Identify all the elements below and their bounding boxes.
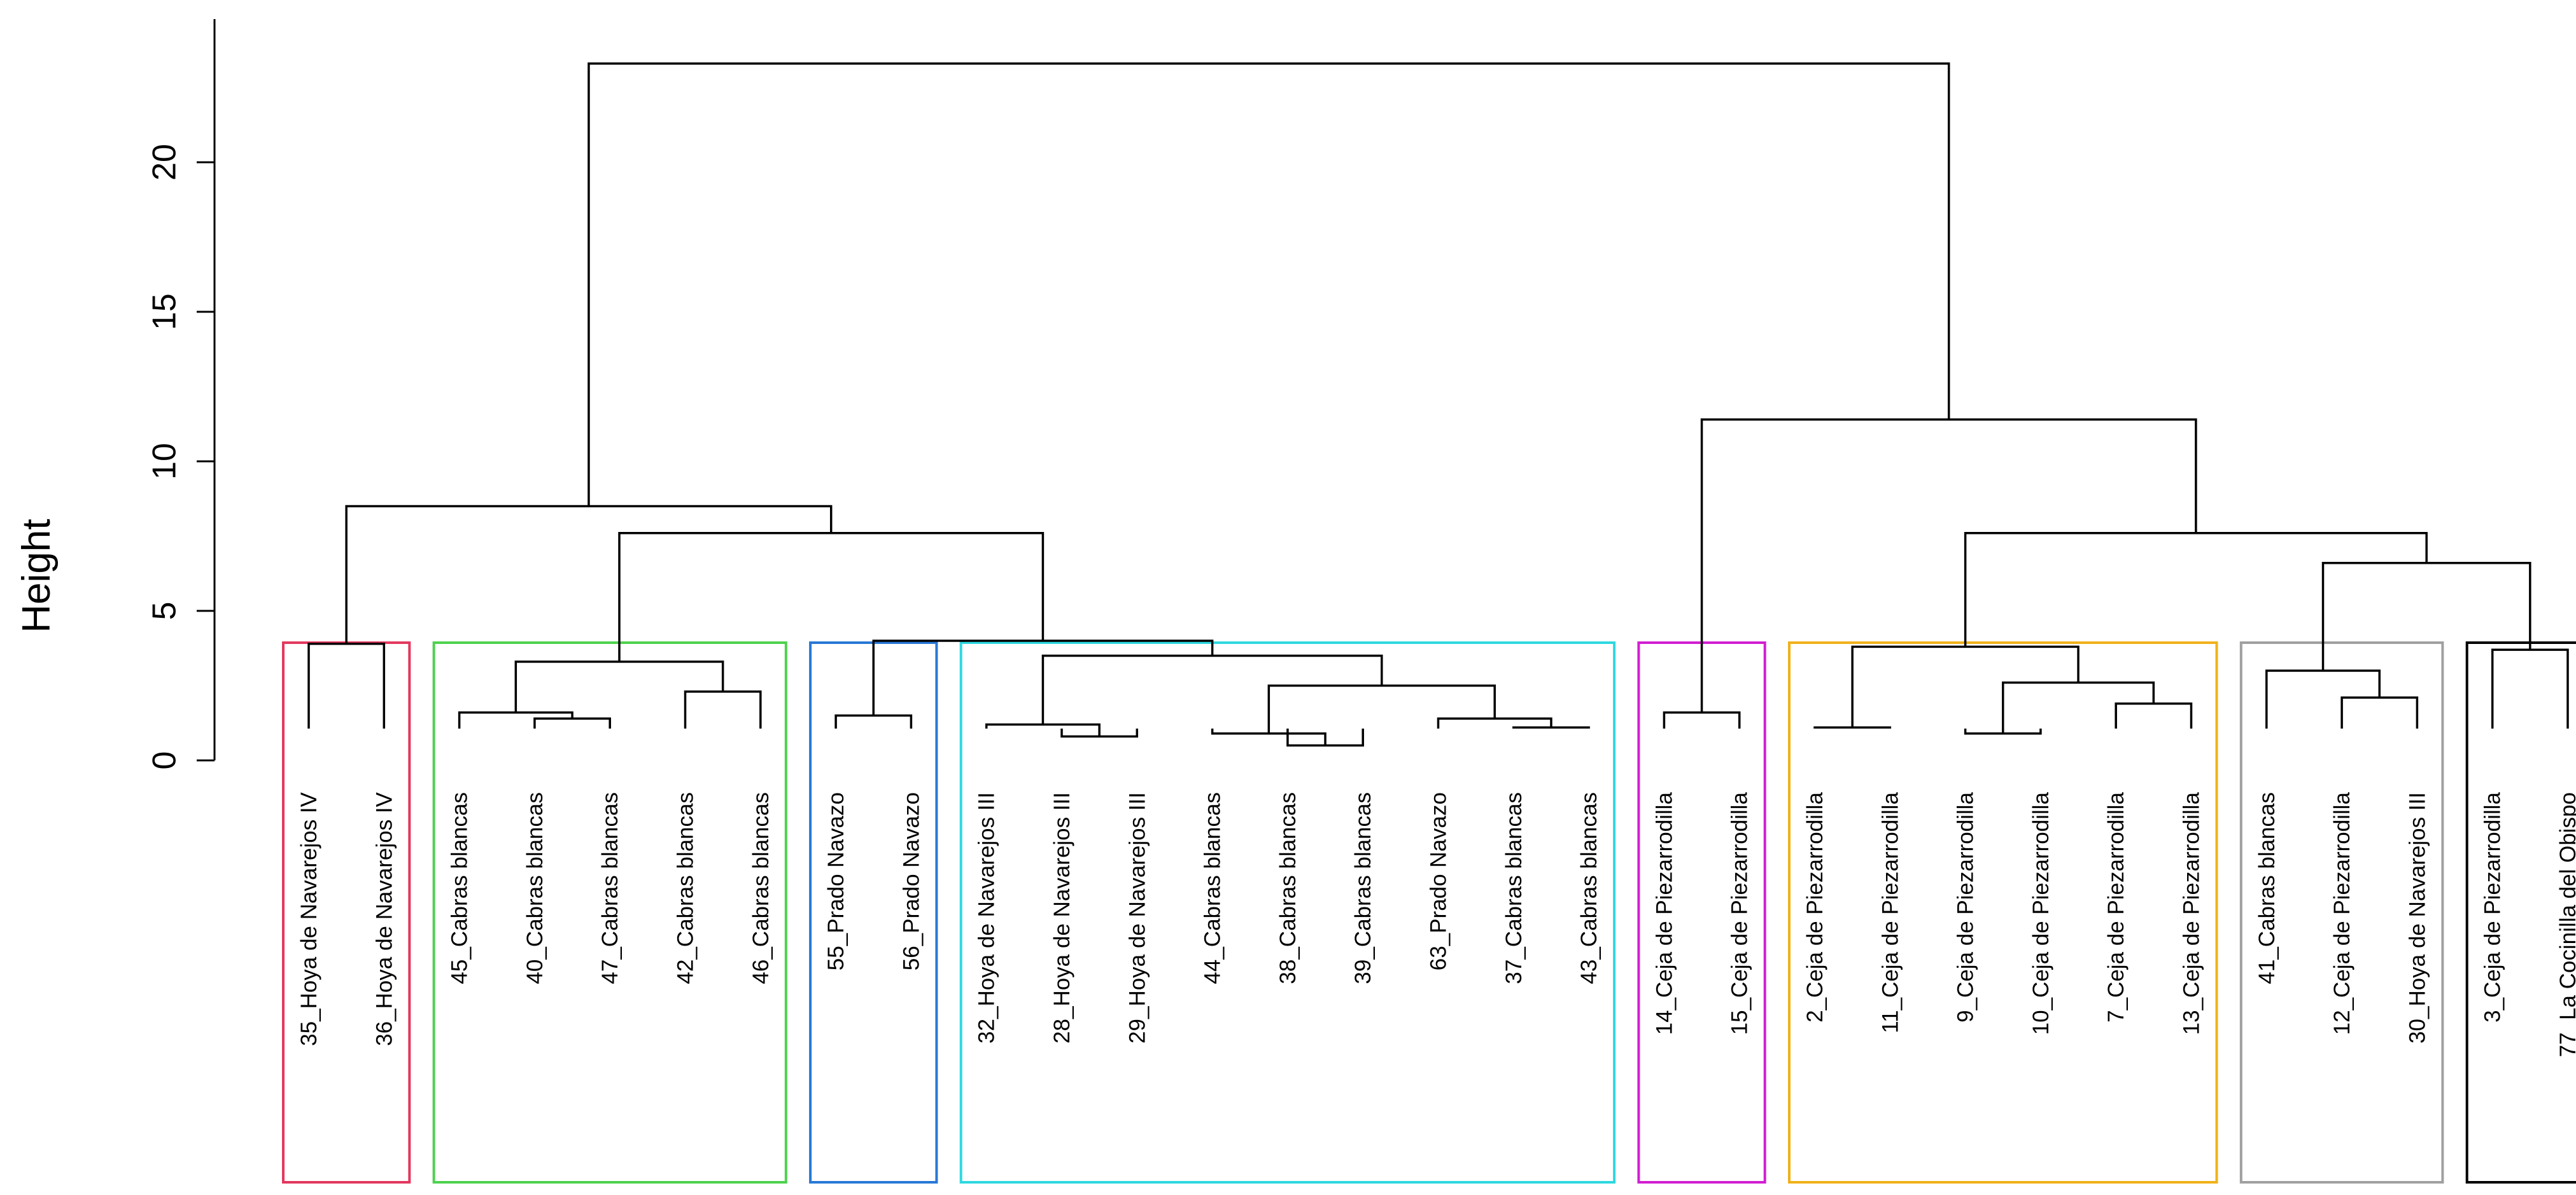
dendrogram-merge-m2 [533, 717, 611, 729]
leaf-label: 11_Ceja de Piezarrodilla [1878, 792, 1903, 1033]
dendrogram-merge-m26 [2491, 648, 2569, 729]
leaf-label: 15_Ceja de Piezarrodilla [1728, 792, 1752, 1035]
dendrogram-merge-m30 [588, 62, 1950, 507]
dendrogram-merge-m3 [458, 711, 574, 729]
dendrogram-merge-m19 [1813, 726, 1892, 729]
leaf-label: 28_Hoya de Navarejos III [1050, 792, 1074, 1044]
dendrogram-merge-m8 [985, 723, 1101, 737]
dendrogram-merge-m13 [1267, 684, 1496, 734]
y-tick-label: 0 [146, 751, 183, 770]
dendrogram-tree [307, 62, 2569, 747]
leaf-label: 37_Cabras blancas [1502, 792, 1526, 984]
y-tick-label: 15 [146, 293, 183, 330]
dendrogram-merge-m29 [1700, 418, 2197, 713]
dendrogram-merge-m6 [834, 714, 913, 729]
y-tick-label: 5 [146, 602, 183, 620]
leaf-label: 30_Hoya de Navarejos III [2405, 792, 2430, 1044]
leaf-labels: 35_Hoya de Navarejos IV 36_Hoya de Navare… [297, 792, 2576, 1057]
leaf-label: 77_La Cocinilla del Obispo [2556, 792, 2576, 1057]
dendrogram-merge-m21 [2115, 702, 2193, 729]
y-tick-label: 20 [146, 144, 183, 181]
leaf-label: 47_Cabras blancas [598, 792, 623, 984]
leaf-label: 2_Ceja de Piezarrodilla [1803, 792, 1827, 1022]
dendrogram-merge-m14 [1041, 654, 1383, 725]
dendrogram-merge-m22 [2002, 681, 2155, 734]
leaf-label: 3_Ceja de Piezarrodilla [2481, 792, 2505, 1022]
leaf-label: 40_Cabras blancas [523, 792, 547, 984]
leaf-label: 12_Ceja de Piezarrodilla [2330, 792, 2354, 1035]
cluster-rectangle [432, 641, 787, 1184]
leaf-label: 39_Cabras blancas [1351, 792, 1376, 984]
leaf-label: 45_Cabras blancas [447, 792, 472, 984]
leaf-label: 9_Ceja de Piezarrodilla [1953, 792, 1978, 1022]
dendrogram-merge-m27 [2321, 562, 2531, 671]
y-tick-label: 10 [146, 443, 183, 480]
leaf-label: 41_Cabras blancas [2255, 792, 2279, 984]
dendrogram-merge-m1 [307, 642, 386, 729]
y-axis-ticks: 0 5 10 15 20 [146, 144, 215, 769]
dendrogram-merge-m23 [1851, 645, 2080, 728]
leaf-label: 43_Cabras blancas [1577, 792, 1601, 984]
cluster-rectangle [2239, 641, 2444, 1184]
dendrogram-merge-m18 [1663, 711, 1741, 729]
leaf-label: 36_Hoya de Navarejos IV [372, 792, 397, 1045]
y-axis: Height [15, 19, 216, 760]
cluster-rectangle [959, 641, 1616, 1184]
leaf-label: 63_Prado Navazo [1426, 792, 1451, 970]
dendrogram-merge-m17 [345, 505, 833, 644]
cluster-rectangles [282, 641, 2576, 1184]
leaf-label: 55_Prado Navazo [824, 792, 848, 970]
y-axis-title: Height [15, 519, 59, 632]
leaf-label: 29_Hoya de Navarejos III [1125, 792, 1150, 1044]
leaf-label: 7_Ceja de Piezarrodilla [2104, 792, 2129, 1022]
leaf-label: 38_Cabras blancas [1276, 792, 1300, 984]
dendrogram-merge-m28 [1964, 532, 2428, 647]
leaf-label: 32_Hoya de Navarejos III [975, 792, 999, 1044]
dendrogram-merge-m24 [2340, 696, 2419, 729]
cluster-rectangle [1788, 641, 2218, 1184]
leaf-label: 10_Ceja de Piezarrodilla [2029, 792, 2053, 1035]
leaf-label: 13_Ceja de Piezarrodilla [2179, 792, 2204, 1035]
dendrogram-merge-m4 [684, 690, 762, 729]
leaf-label: 35_Hoya de Navarejos IV [297, 792, 321, 1045]
leaf-label: 44_Cabras blancas [1200, 792, 1225, 984]
leaf-label: 14_Ceja de Piezarrodilla [1652, 792, 1677, 1035]
leaf-label: 46_Cabras blancas [749, 792, 773, 984]
dendrogram-merge-m5 [514, 660, 724, 713]
leaf-label: 42_Cabras blancas [673, 792, 698, 984]
dendrogram-merge-m25 [2265, 669, 2381, 729]
dendrogram-merge-m11 [1512, 726, 1590, 729]
leaf-label: 56_Prado Navazo [899, 792, 924, 970]
